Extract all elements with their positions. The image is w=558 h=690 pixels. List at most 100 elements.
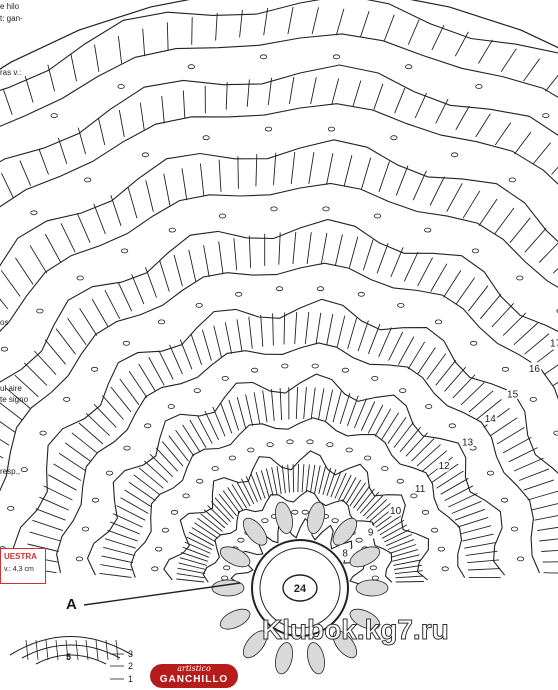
stitch-line: [159, 260, 170, 292]
stitch-line: [184, 541, 211, 554]
stitch-line: [513, 457, 544, 472]
chain-stitch: [247, 447, 255, 453]
stitch-line: [203, 509, 226, 529]
stitch-line: [387, 538, 415, 550]
stitch-line: [128, 481, 156, 501]
stitch-line: [534, 515, 558, 521]
chain-stitch: [332, 54, 341, 60]
stitch-line: [398, 336, 415, 365]
stitch-line: [1, 173, 14, 199]
chain-stitch: [500, 497, 509, 503]
stitch-line: [272, 313, 274, 346]
stitch-line: [189, 419, 207, 448]
stitch-line: [467, 559, 500, 564]
stitch-line: [190, 334, 203, 365]
stitch-line: [5, 387, 31, 409]
stitch-line: [306, 232, 312, 265]
chain-stitch: [508, 177, 516, 183]
stitch-line: [101, 555, 133, 564]
chain-stitch: [301, 509, 309, 515]
stitch-line: [194, 522, 219, 539]
chain-stitch: [123, 445, 131, 451]
chain-stitch: [381, 466, 389, 471]
stitch-line: [133, 474, 160, 495]
stitch-line: [552, 381, 558, 386]
stitch-line: [412, 170, 427, 201]
stitch-line: [367, 323, 381, 354]
sample-title: UESTRA: [4, 552, 37, 561]
stitch-line: [212, 406, 226, 437]
stitch-line: [394, 570, 423, 575]
chain-stitch: [306, 439, 314, 445]
stitch-line: [64, 442, 92, 463]
chain-stitch: [341, 367, 349, 373]
stitch-line: [78, 422, 104, 445]
stitch-line: [236, 319, 243, 352]
stitch-line: [253, 392, 261, 424]
stitch-line: [176, 573, 205, 579]
stitch-line: [537, 526, 558, 532]
stitch-line: [295, 386, 299, 420]
petal: [355, 579, 389, 597]
chain-stitch: [122, 340, 131, 346]
detail-stitch: [85, 639, 89, 661]
stitch-line: [500, 48, 517, 73]
row-arc: [12, 298, 558, 571]
chain-stitch: [510, 526, 519, 532]
petal: [242, 630, 268, 659]
stitch-line: [38, 148, 49, 175]
stitch-line: [98, 118, 106, 146]
stitch-line: [552, 268, 558, 274]
chain-stitch: [195, 302, 203, 308]
chain-stitch: [266, 442, 274, 448]
stitch-line: [290, 151, 296, 185]
chain-stitch: [0, 346, 9, 352]
stitch-line: [457, 516, 489, 528]
stitch-line: [465, 550, 498, 556]
chain-stitch: [182, 493, 190, 499]
stitch-line: [384, 529, 410, 543]
stitch-line: [0, 455, 4, 459]
stitch-line: [407, 341, 426, 370]
row-arc: [0, 262, 558, 492]
chain-stitch: [450, 152, 459, 158]
stitch-line: [255, 154, 258, 187]
chain-stitch: [275, 286, 284, 292]
stitch-line: [197, 517, 221, 536]
chain-stitch: [259, 54, 268, 60]
chain-stitch: [345, 447, 353, 453]
stitch-line: [110, 521, 141, 535]
petal: [275, 642, 293, 675]
stitch-line: [455, 277, 475, 305]
stitch-line: [15, 257, 34, 285]
stitch-line: [93, 203, 106, 235]
stitch-line: [0, 298, 9, 310]
stitch-line: [14, 374, 39, 398]
petal: [242, 517, 268, 546]
row-arc: [0, 182, 558, 332]
row-arc: [0, 103, 558, 208]
stitch-line: [117, 36, 123, 64]
chain-stitch: [75, 556, 84, 562]
stitch-line: [335, 8, 345, 36]
chain-stitch: [196, 478, 204, 484]
chain-stitch: [261, 518, 269, 523]
stitch-line: [393, 421, 414, 448]
stitch-line: [283, 312, 286, 345]
stitch-line: [145, 180, 154, 212]
stitch-line: [218, 493, 237, 517]
stitch-line: [541, 549, 558, 552]
stitch-line: [362, 239, 374, 271]
chain-stitch: [373, 213, 382, 219]
chain-stitch: [397, 302, 405, 308]
detail-stitch: [25, 639, 29, 661]
stitch-line: [214, 497, 234, 519]
stitch-line: [255, 471, 266, 499]
logo-line-2: GANCHILLO: [159, 674, 229, 685]
stitch-line: [496, 427, 525, 445]
stitch-line: [199, 163, 205, 196]
chain-stitch: [369, 565, 377, 571]
stitch-line: [158, 350, 174, 380]
stitch-line: [169, 344, 183, 375]
detail-center-label: 5: [66, 652, 71, 662]
